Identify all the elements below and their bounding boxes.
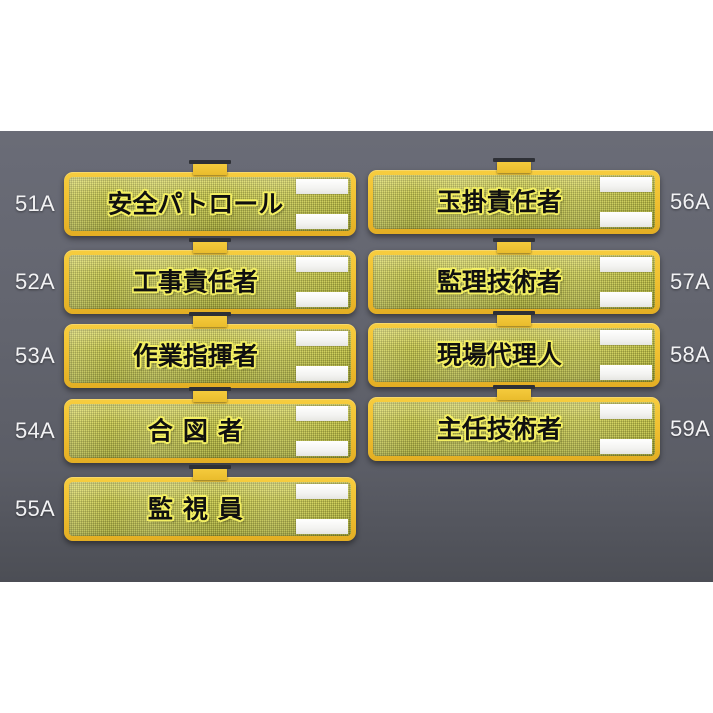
armband-item-54a: 54A 合図者 <box>15 387 356 463</box>
armband-title-56a: 玉掛責任者 <box>436 187 562 217</box>
armband-item-52a: 52A 工事責任者 <box>15 238 356 314</box>
reflective-strip-bottom <box>600 292 652 307</box>
armband-title-59a: 主任技術者 <box>436 414 562 444</box>
armband-title-57a: 監理技術者 <box>436 267 562 297</box>
reflective-strip-top <box>296 484 348 499</box>
ref-code-55a: 55A <box>14 496 55 521</box>
ref-code-52a: 52A <box>14 269 55 294</box>
buckle-clip-icon <box>189 465 231 480</box>
armband-item-58a: 58A 現場代理人 <box>368 311 710 387</box>
armband-title-54a: 合図者 <box>147 416 253 446</box>
reflective-strip-top <box>600 177 652 192</box>
reflective-strip-top <box>600 257 652 272</box>
armband-item-59a: 59A 主任技術者 <box>368 385 710 461</box>
armband-55a[interactable]: 監視員 <box>64 465 356 541</box>
reflective-strip-top <box>296 257 348 272</box>
ref-code-51a: 51A <box>14 191 55 216</box>
armband-title-53a: 作業指揮者 <box>132 341 258 371</box>
reflective-strip-top <box>600 330 652 345</box>
armband-51a[interactable]: 安全パトロール <box>64 160 356 236</box>
reflective-strip-top <box>600 404 652 419</box>
armband-57a[interactable]: 監理技術者 <box>368 238 660 314</box>
armband-item-56a: 56A 玉掛責任者 <box>368 158 710 234</box>
armband-item-57a: 57A 監理技術者 <box>368 238 710 314</box>
reflective-strip-bottom <box>296 441 348 456</box>
reflective-strip-bottom <box>296 214 348 229</box>
armband-56a[interactable]: 玉掛責任者 <box>368 158 660 234</box>
buckle-clip-icon <box>493 158 535 173</box>
armband-item-53a: 53A 作業指揮者 <box>15 312 356 388</box>
armband-53a[interactable]: 作業指揮者 <box>64 312 356 388</box>
armband-59a[interactable]: 主任技術者 <box>368 385 660 461</box>
armband-title-58a: 現場代理人 <box>436 340 562 370</box>
ref-code-58a: 58A <box>670 342 711 367</box>
reflective-strip-bottom <box>600 439 652 454</box>
reflective-strip-bottom <box>296 292 348 307</box>
armband-58a[interactable]: 現場代理人 <box>368 311 660 387</box>
reflective-strip-bottom <box>600 212 652 227</box>
buckle-clip-icon <box>493 385 535 400</box>
reflective-strip-top <box>296 179 348 194</box>
armband-title-51a: 安全パトロール <box>107 189 284 219</box>
reflective-strip-top <box>296 331 348 346</box>
ref-code-56a: 56A <box>670 189 711 214</box>
armband-title-52a: 工事責任者 <box>132 267 258 297</box>
reflective-strip-bottom <box>296 519 348 534</box>
buckle-clip-icon <box>493 238 535 253</box>
armband-54a[interactable]: 合図者 <box>64 387 356 463</box>
buckle-clip-icon <box>189 312 231 327</box>
armband-item-55a: 55A 監視員 <box>15 465 356 541</box>
armband-52a[interactable]: 工事責任者 <box>64 238 356 314</box>
reflective-strip-bottom <box>296 366 348 381</box>
buckle-clip-icon <box>189 387 231 402</box>
reflective-strip-top <box>296 406 348 421</box>
ref-code-54a: 54A <box>14 418 55 443</box>
buckle-clip-icon <box>189 160 231 175</box>
buckle-clip-icon <box>493 311 535 326</box>
armband-item-51a: 51A 安全パトロール <box>15 160 356 236</box>
armband-title-55a: 監視員 <box>147 494 253 524</box>
ref-code-59a: 59A <box>670 416 711 441</box>
ref-code-53a: 53A <box>14 343 55 368</box>
buckle-clip-icon <box>189 238 231 253</box>
ref-code-57a: 57A <box>670 269 711 294</box>
reflective-strip-bottom <box>600 365 652 380</box>
